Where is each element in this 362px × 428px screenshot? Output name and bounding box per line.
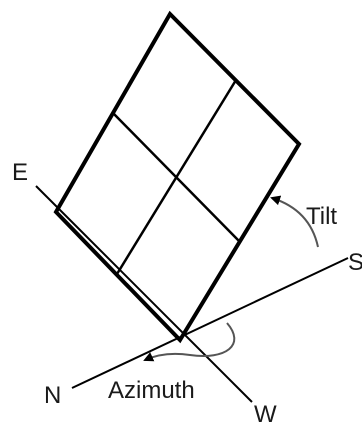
azimuth-arc — [143, 322, 236, 362]
north-label: N — [44, 382, 61, 409]
west-label: W — [254, 401, 277, 428]
solar-panel-outline — [53, 10, 302, 344]
azimuth-label: Azimuth — [108, 377, 195, 404]
east-west-line — [35, 185, 253, 403]
tilt-arc — [270, 195, 319, 248]
tilt-label: Tilt — [306, 203, 337, 230]
east-label: E — [12, 159, 28, 186]
panel-grid-line-horizontal — [112, 112, 241, 243]
north-south-line — [71, 257, 349, 389]
south-label: S — [348, 249, 362, 276]
